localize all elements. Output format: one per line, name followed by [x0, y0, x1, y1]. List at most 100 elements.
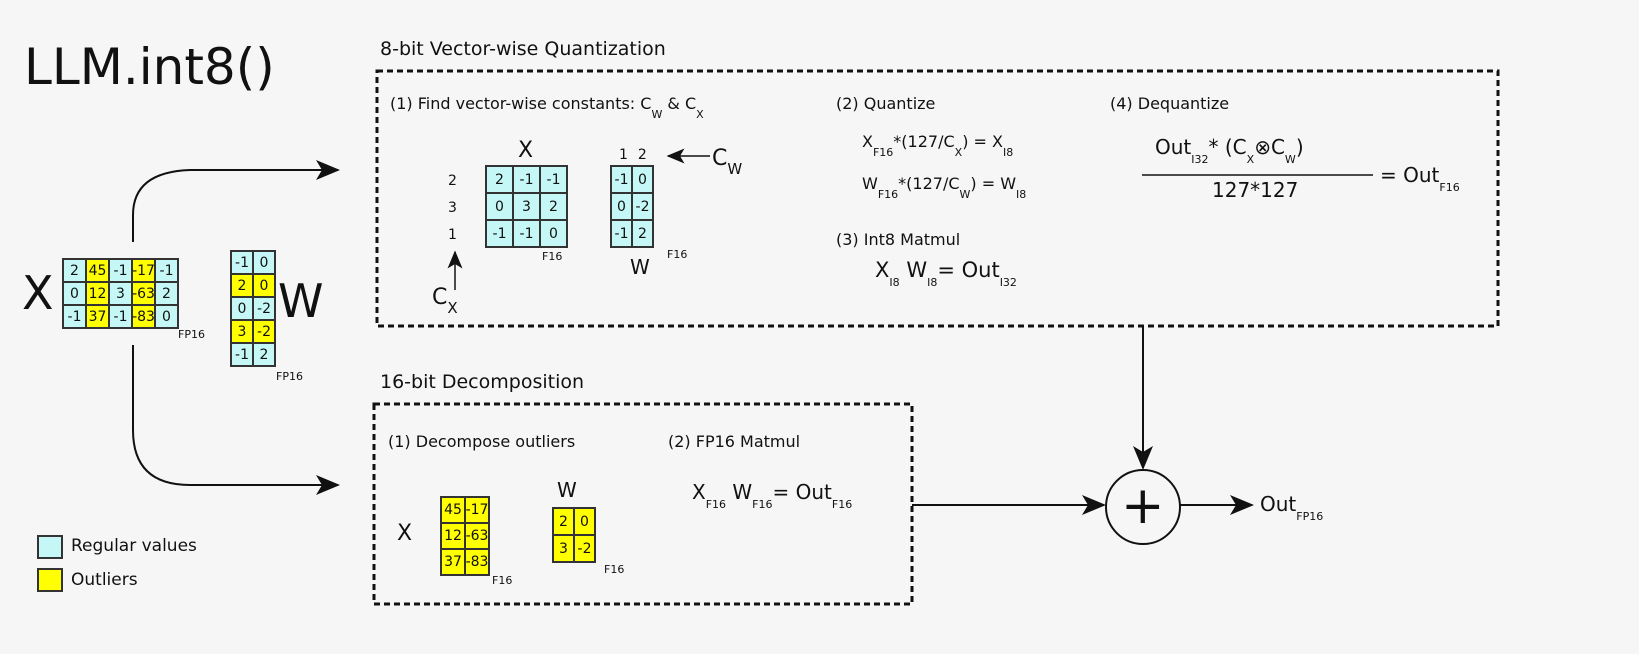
matrix-cell: -83 — [132, 306, 155, 327]
quant-eq-w: WF16*(127/CW) = WI8 — [862, 174, 1027, 201]
arrow-to-decomp — [132, 345, 340, 495]
quant-box — [375, 69, 1500, 328]
step1-label: (1) Find vector-wise constants: CW & CX — [390, 94, 704, 121]
matrix-cell: -1 — [541, 167, 566, 192]
matrix-cell: 0 — [487, 194, 512, 219]
d-x-label: X — [397, 521, 413, 546]
matrix-cell: 0 — [612, 194, 631, 219]
q-w-f16: F16 — [667, 248, 688, 261]
matrix-cell: 3 — [232, 321, 252, 342]
matrix-cell: 12 — [442, 524, 464, 548]
step2-label: (2) Quantize — [836, 94, 936, 113]
output-label: OutFP16 — [1260, 492, 1324, 523]
matrix-cell: 0 — [541, 221, 566, 246]
matrix-cell: 2 — [64, 260, 85, 281]
legend-swatch-regular — [37, 535, 63, 559]
arrow-to-quant — [132, 160, 340, 242]
input-w-label: W — [278, 274, 324, 328]
matrix-cell: -1 — [64, 306, 85, 327]
matrix-cell: -1 — [487, 221, 512, 246]
quant-eq-x: XF16*(127/CX) = XI8 — [862, 132, 1014, 159]
sum-circle — [1105, 469, 1181, 545]
matrix-cell: 3 — [514, 194, 539, 219]
matrix-cell: 0 — [575, 509, 594, 534]
decomp-box — [372, 402, 914, 606]
matrix-cell: 37 — [87, 306, 108, 327]
matrix-cell: 0 — [254, 252, 274, 273]
cw-label: CW — [712, 146, 743, 178]
d-x-f16: F16 — [492, 574, 513, 587]
d-w-f16: F16 — [604, 563, 625, 576]
matrix-cell: -1 — [514, 221, 539, 246]
dequant-numerator: OutI32* (CX⊗CW) — [1155, 135, 1304, 166]
matrix-cell: 37 — [442, 550, 464, 574]
matrix-cell: 12 — [87, 283, 108, 304]
matrix-cell: 0 — [633, 167, 652, 192]
matrix-cell: -63 — [466, 524, 488, 548]
matrix-cell: 0 — [232, 298, 252, 319]
fp16-matmul-eq: XF16 WF16= OutF16 — [692, 480, 853, 511]
matrix-cell: -1 — [110, 306, 131, 327]
matrix-cell: 2 — [541, 194, 566, 219]
matrix-cell: 2 — [232, 275, 252, 296]
matrix-cell: -1 — [232, 344, 252, 365]
matrix-cell: -83 — [466, 550, 488, 574]
plus-icon: + — [1121, 476, 1165, 536]
matrix-cell: -2 — [575, 536, 594, 561]
matrix-cell: -1 — [156, 260, 177, 281]
row-constant: 3 — [448, 200, 457, 216]
matrix-cell: 3 — [554, 536, 573, 561]
matrix-cell: 2 — [254, 344, 274, 365]
matrix-cell: 2 — [554, 509, 573, 534]
col-constant: 2 — [637, 147, 647, 163]
cx-label: CX — [432, 285, 458, 317]
dequant-denominator: 127*127 — [1212, 178, 1299, 202]
matrix-cell: 2 — [633, 221, 652, 246]
matrix-cell: 0 — [64, 283, 85, 304]
legend-swatch-outliers — [37, 568, 63, 592]
int8-matmul-eq: XI8 WI8= OutI32 — [875, 258, 1017, 289]
input-w-fp16: FP16 — [276, 370, 303, 383]
matrix-cell: 45 — [87, 260, 108, 281]
dequant-rhs: = OutF16 — [1380, 163, 1460, 194]
matrix-cell: -17 — [132, 260, 155, 281]
matrix-cell: -2 — [254, 298, 274, 319]
d-w-label: W — [557, 478, 577, 502]
matrix-cell: -2 — [254, 321, 274, 342]
legend-label-outliers: Outliers — [71, 570, 138, 590]
q-x-label: X — [518, 138, 534, 163]
row-constant: 2 — [448, 173, 457, 189]
decomp-step1-label: (1) Decompose outliers — [388, 432, 576, 451]
matrix-cell: -1 — [232, 252, 252, 273]
matrix-cell: -1 — [110, 260, 131, 281]
quant-title: 8-bit Vector-wise Quantization — [380, 38, 666, 60]
col-constant: 1 — [619, 147, 628, 163]
decomp-step2-label: (2) FP16 Matmul — [668, 432, 801, 451]
matrix-cell: 0 — [156, 306, 177, 327]
matrix-cell: -63 — [132, 283, 155, 304]
decomp-title: 16-bit Decomposition — [380, 371, 585, 393]
input-x-fp16: FP16 — [178, 328, 205, 341]
matrix-cell: -1 — [612, 221, 631, 246]
matrix-cell: -1 — [514, 167, 539, 192]
matrix-cell: 45 — [442, 498, 464, 522]
legend-label-regular: Regular values — [71, 536, 197, 556]
matrix-cell: 3 — [110, 283, 131, 304]
matrix-cell: 2 — [156, 283, 177, 304]
step3-label: (3) Int8 Matmul — [836, 230, 961, 249]
matrix-cell: -17 — [466, 498, 488, 522]
q-w-label: W — [630, 255, 650, 279]
matrix-cell: 2 — [487, 167, 512, 192]
matrix-cell: 0 — [254, 275, 274, 296]
q-x-f16: F16 — [542, 250, 563, 263]
